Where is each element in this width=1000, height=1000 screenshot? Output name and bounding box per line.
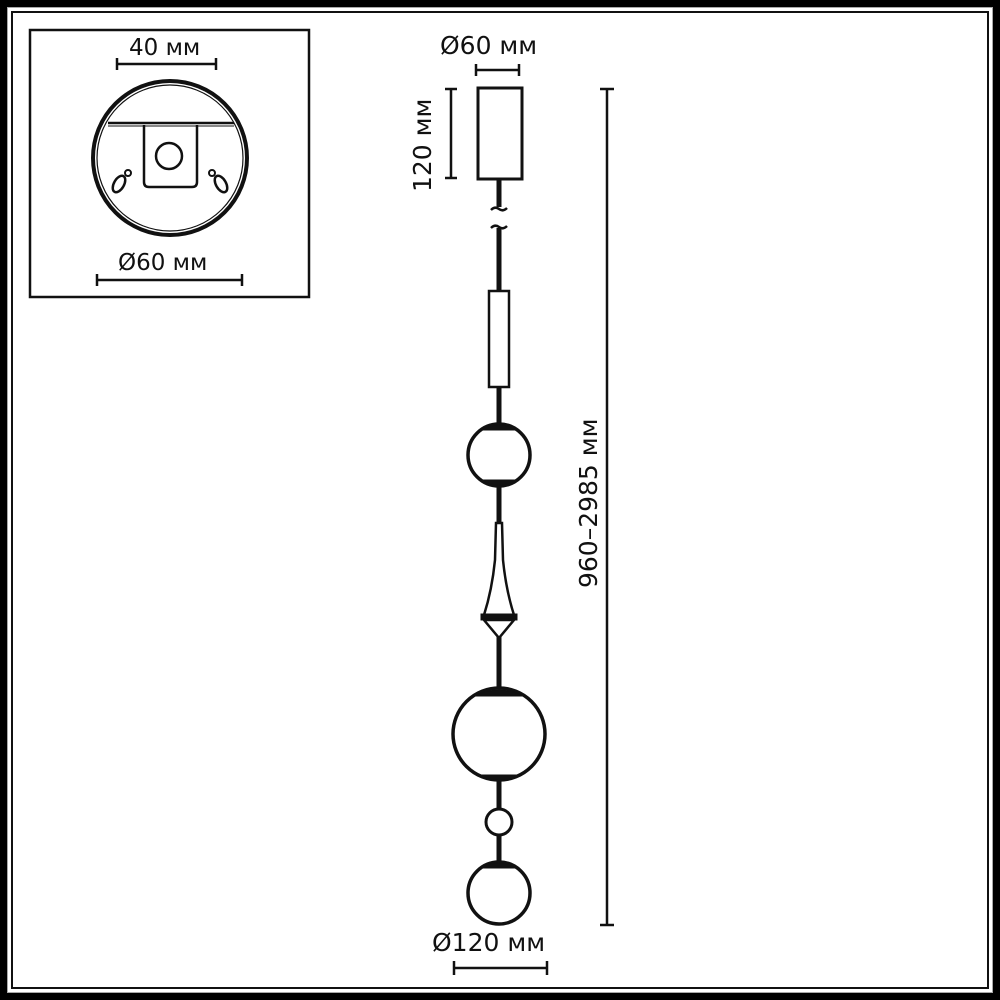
inset-top-dimension-line [115,58,218,70]
spindle-upper [482,521,516,617]
shade-diameter-dimension-line [452,961,549,975]
inner-frame-line [11,11,989,989]
spindle-lower [481,618,517,640]
canopy-diameter-label: Ø60 мм [440,31,538,60]
pendant-lamp [451,86,547,926]
tube-connector [487,289,511,389]
canopy [476,86,524,181]
canopy-height-label: 120 мм [408,98,437,192]
large-sphere [451,686,547,782]
inset-bottom-dimension-label: Ø60 мм [118,250,208,276]
canopy-bottom-view [91,79,249,237]
inset-box [28,28,311,299]
inset-top-dimension-label: 40 мм [129,35,201,61]
cord-break-bottom [490,224,508,230]
bottom-sphere [466,860,532,926]
cord-break-top [490,206,508,212]
inset-bottom-dimension-line [95,274,244,286]
canopy-height-dimension-line [445,87,457,180]
upper-sphere [466,422,532,488]
total-height-dimension-line [600,87,614,927]
tiny-sphere [484,807,514,837]
canopy-width-dimension-line [474,64,521,76]
shade-diameter-label: Ø120 мм [432,928,546,957]
total-height-label: 960–2985 мм [574,418,603,588]
